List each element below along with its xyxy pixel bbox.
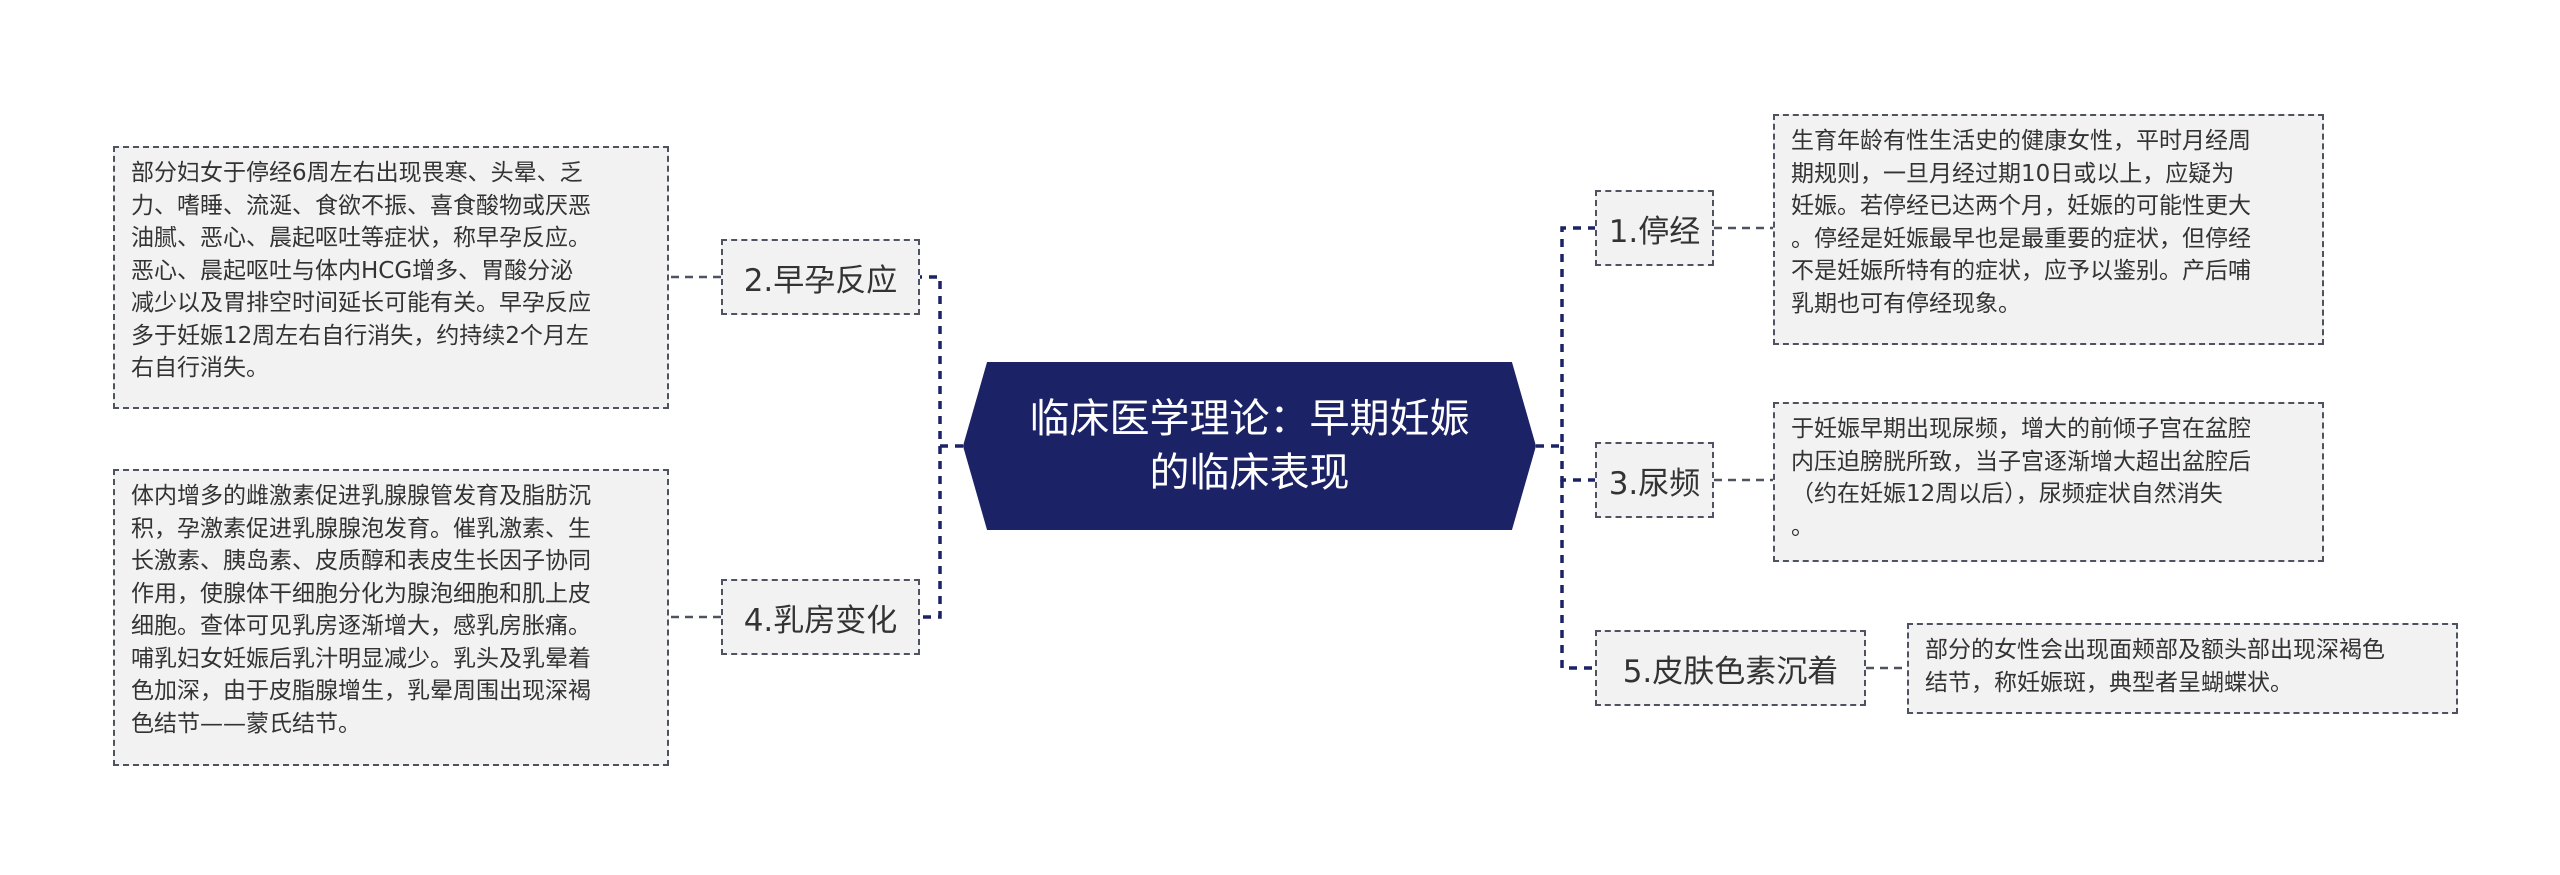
note-line: 哺乳妇女妊娠后乳汁明显减少。乳头及乳晕着	[131, 645, 591, 672]
note-line: 色加深，由于皮脂腺增生，乳晕周围出现深褐	[131, 678, 591, 704]
central-topic[interactable]: 临床医学理论：早期妊娠 的临床表现	[963, 362, 1536, 530]
branch-amenorrhea[interactable]: 1.停经	[1595, 190, 1714, 266]
trunk-right	[1536, 226, 1595, 448]
note-line: 右自行消失。	[131, 355, 269, 381]
note-line: 。停经是妊娠最早也是最重要的症状，但停经	[1791, 225, 2251, 252]
branch-skin-pigmentation[interactable]: 5.皮肤色素沉着	[1595, 630, 1866, 706]
note-line: 细胞。查体可见乳房逐渐增大，感乳房胀痛。	[131, 613, 591, 639]
note-frequent-urination[interactable]: 于妊娠早期出现尿频，增大的前倾子宫在盆腔 内压迫膀胱所致，当子宫逐渐增大超出盆腔…	[1773, 402, 2324, 562]
note-skin-pigmentation[interactable]: 部分的女性会出现面颊部及额头部出现深褐色 结节，称妊娠斑，典型者呈蝴蝶状。	[1907, 623, 2458, 714]
note-line: 部分妇女于停经6周左右出现畏寒、头晕、乏	[131, 160, 583, 186]
branch-frequent-urination[interactable]: 3.尿频	[1595, 442, 1714, 518]
note-line: （约在妊娠12周以后），尿频症状自然消失	[1791, 481, 2223, 507]
central-topic-title: 临床医学理论：早期妊娠 的临床表现	[1000, 392, 1500, 500]
note-line: 长激素、胰岛素、皮质醇和表皮生长因子协同	[131, 548, 591, 574]
note-breast-changes[interactable]: 体内增多的雌激素促进乳腺腺管发育及脂肪沉 积，孕激素促进乳腺腺泡发育。催乳激素、…	[113, 469, 669, 766]
branch-breast-changes[interactable]: 4.乳房变化	[721, 579, 920, 655]
note-line: 作用，使腺体干细胞分化为腺泡细胞和肌上皮	[131, 580, 591, 607]
note-line: 期规则，一旦月经过期10日或以上，应疑为	[1791, 160, 2235, 187]
link-central-skin	[1560, 480, 1595, 670]
note-line: 积，孕激素促进乳腺腺泡发育。催乳激素、生	[131, 515, 591, 542]
note-line: 生育年龄有性生活史的健康女性，平时月经周	[1791, 128, 2251, 154]
note-line: 于妊娠早期出现尿频，增大的前倾子宫在盆腔	[1791, 416, 2251, 442]
note-line: 内压迫膀胱所致，当子宫逐渐增大超出盆腔后	[1791, 448, 2251, 475]
note-line: 部分的女性会出现面颊部及额头部出现深褐色	[1925, 637, 2385, 663]
note-line: 。	[1791, 513, 1814, 540]
central-title-line-1: 临床医学理论：早期妊娠	[1029, 396, 1470, 442]
note-line: 妊娠。若停经已达两个月，妊娠的可能性更大	[1791, 193, 2251, 219]
link-central-breast	[920, 446, 942, 619]
note-line: 色结节——蒙氏结节。	[131, 710, 361, 737]
note-line: 减少以及胃排空时间延长可能有关。早孕反应	[131, 290, 591, 316]
note-line: 多于妊娠12周左右自行消失，约持续2个月左	[131, 322, 589, 349]
note-line: 不是妊娠所特有的症状，应予以鉴别。产后哺	[1791, 258, 2251, 284]
note-line: 力、嗜睡、流涎、食欲不振、喜食酸物或厌恶	[131, 192, 591, 219]
note-line: 恶心、晨起呕吐与体内HCG增多、胃酸分泌	[131, 257, 574, 284]
central-title-line-2: 的临床表现	[1149, 450, 1350, 496]
note-line: 乳期也可有停经现象。	[1791, 290, 2021, 317]
note-line: 油腻、恶心、晨起呕吐等症状，称早孕反应。	[131, 225, 591, 251]
note-line: 体内增多的雌激素促进乳腺腺管发育及脂肪沉	[131, 483, 591, 509]
link-central-urination	[1560, 446, 1595, 482]
branch-morning-sickness[interactable]: 2.早孕反应	[721, 239, 920, 315]
note-morning-sickness[interactable]: 部分妇女于停经6周左右出现畏寒、头晕、乏 力、嗜睡、流涎、食欲不振、喜食酸物或厌…	[113, 146, 669, 409]
note-amenorrhea[interactable]: 生育年龄有性生活史的健康女性，平时月经周 期规则，一旦月经过期10日或以上，应疑…	[1773, 114, 2324, 345]
note-line: 结节，称妊娠斑，典型者呈蝴蝶状。	[1925, 669, 2293, 696]
trunk-left	[920, 275, 963, 448]
